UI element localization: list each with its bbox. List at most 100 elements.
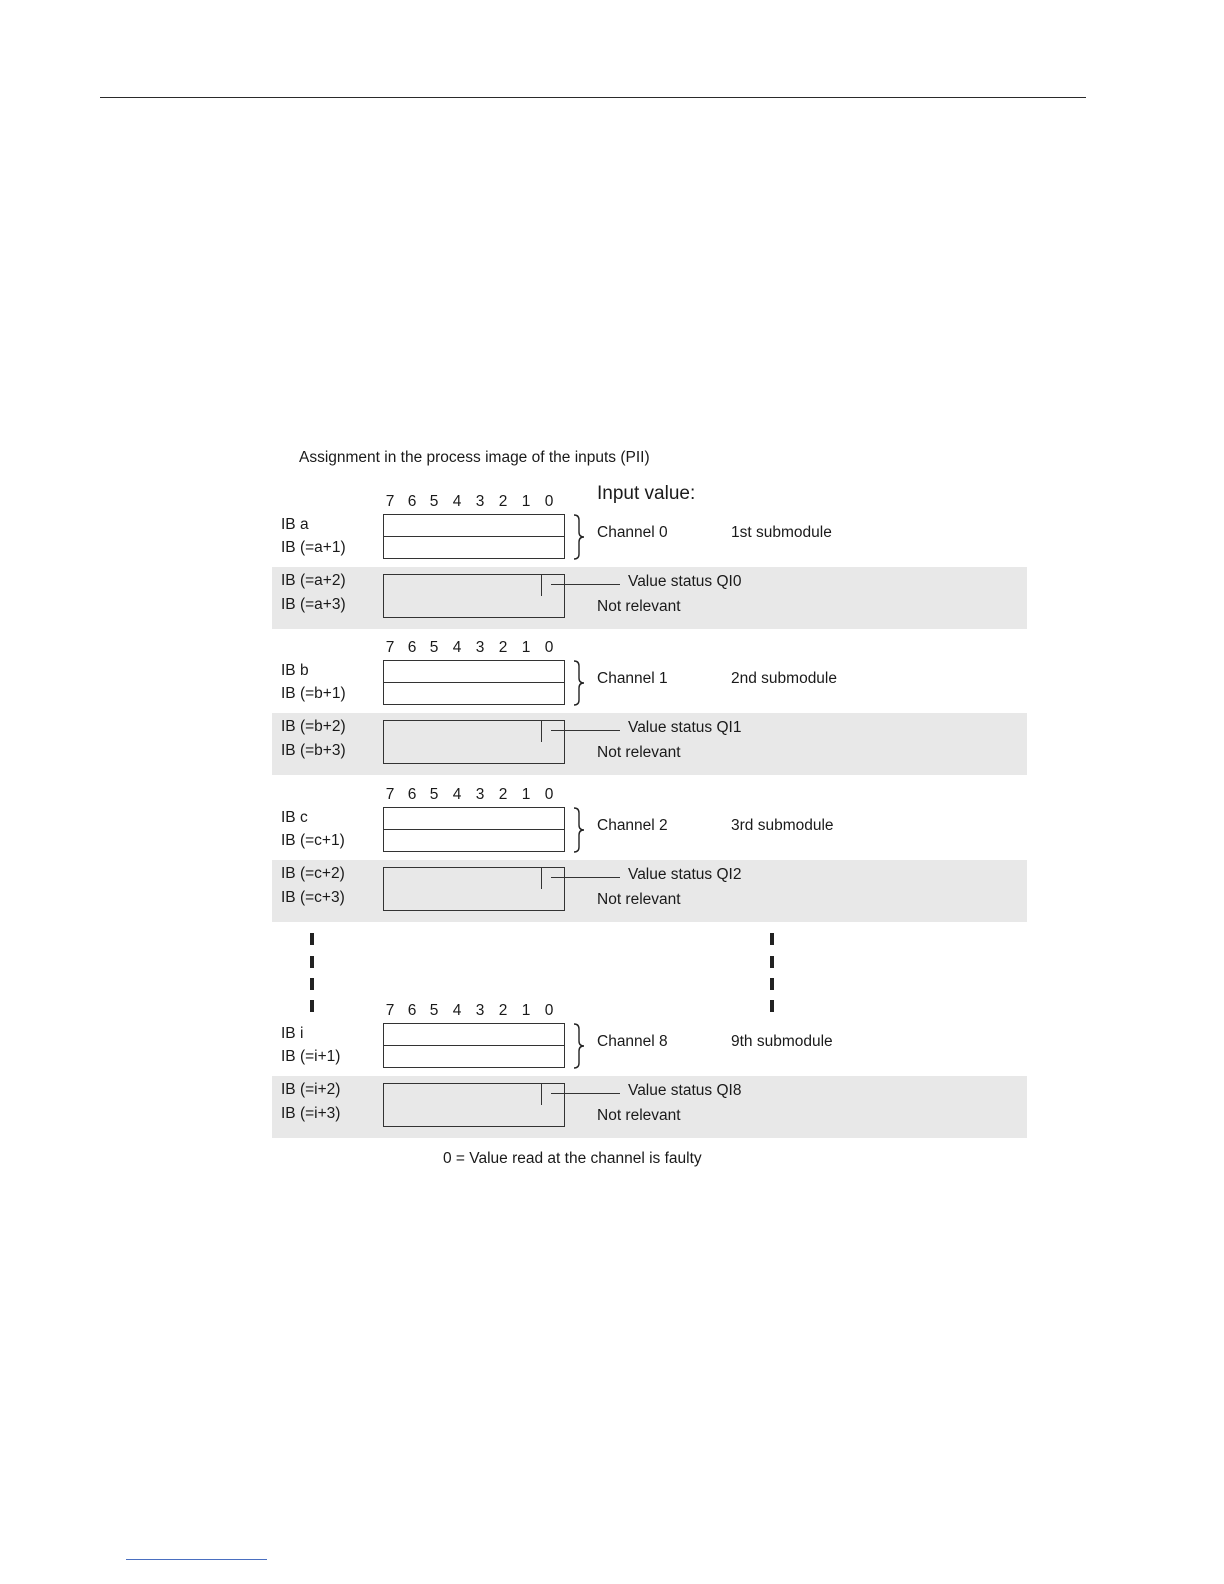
continuation-dash bbox=[310, 933, 314, 945]
value-status-bit bbox=[541, 575, 564, 596]
bit-number: 2 bbox=[498, 639, 508, 656]
bit-number: 5 bbox=[429, 1002, 439, 1019]
value-status-label: Value status QI8 bbox=[628, 1082, 742, 1099]
value-status-leader bbox=[551, 1093, 620, 1094]
channel-label: Channel 1 bbox=[597, 670, 668, 687]
not-relevant-label: Not relevant bbox=[597, 891, 681, 908]
bit-number: 4 bbox=[452, 786, 462, 803]
bit-number: 3 bbox=[475, 786, 485, 803]
bit-number: 4 bbox=[452, 493, 462, 510]
value-byte-box bbox=[383, 514, 565, 537]
continuation-dash bbox=[770, 978, 774, 990]
status-byte-label: IB (=b+2) bbox=[281, 718, 346, 735]
not-relevant-label: Not relevant bbox=[597, 1107, 681, 1124]
bit-number: 3 bbox=[475, 493, 485, 510]
continuation-dash bbox=[310, 956, 314, 968]
value-status-label: Value status QI0 bbox=[628, 573, 742, 590]
channel-label: Channel 0 bbox=[597, 524, 668, 541]
brace-icon bbox=[573, 514, 585, 560]
footer-link-underline bbox=[126, 1559, 267, 1560]
status-byte-box bbox=[383, 596, 565, 618]
input-byte-label: IB b bbox=[281, 662, 309, 679]
submodule-label: 3rd submodule bbox=[731, 817, 834, 834]
faulty-value-footnote: 0 = Value read at the channel is faulty bbox=[443, 1150, 702, 1167]
value-status-bit bbox=[541, 721, 564, 742]
brace-icon bbox=[573, 1023, 585, 1069]
figure-caption: Assignment in the process image of the i… bbox=[299, 449, 650, 466]
bit-number: 7 bbox=[385, 786, 395, 803]
value-status-bit bbox=[541, 1084, 564, 1105]
continuation-dash bbox=[770, 956, 774, 968]
submodule-label: 1st submodule bbox=[731, 524, 832, 541]
input-byte-label: IB (=i+1) bbox=[281, 1048, 341, 1065]
bit-number: 6 bbox=[407, 639, 417, 656]
bit-number: 7 bbox=[385, 639, 395, 656]
status-byte-box bbox=[383, 867, 565, 890]
bit-number: 4 bbox=[452, 639, 462, 656]
submodule-label: 2nd submodule bbox=[731, 670, 837, 687]
not-relevant-label: Not relevant bbox=[597, 598, 681, 615]
input-byte-label: IB (=b+1) bbox=[281, 685, 346, 702]
status-byte-label: IB (=a+3) bbox=[281, 596, 346, 613]
input-byte-label: IB (=a+1) bbox=[281, 539, 346, 556]
value-status-label: Value status QI2 bbox=[628, 866, 742, 883]
bit-number: 1 bbox=[521, 639, 531, 656]
page-header-rule bbox=[100, 97, 1086, 98]
value-status-bit bbox=[541, 868, 564, 889]
bit-number: 3 bbox=[475, 1002, 485, 1019]
bit-number: 5 bbox=[429, 639, 439, 656]
status-byte-box bbox=[383, 1105, 565, 1127]
status-byte-label: IB (=a+2) bbox=[281, 572, 346, 589]
bit-number: 2 bbox=[498, 493, 508, 510]
input-byte-label: IB c bbox=[281, 809, 308, 826]
value-status-leader bbox=[551, 584, 620, 585]
bit-number: 0 bbox=[544, 786, 554, 803]
channel-label: Channel 2 bbox=[597, 817, 668, 834]
bit-number: 6 bbox=[407, 786, 417, 803]
value-byte-box bbox=[383, 830, 565, 852]
bit-number: 1 bbox=[521, 493, 531, 510]
status-byte-box bbox=[383, 720, 565, 743]
bit-number: 2 bbox=[498, 1002, 508, 1019]
bit-number: 1 bbox=[521, 1002, 531, 1019]
value-status-label: Value status QI1 bbox=[628, 719, 742, 736]
value-byte-box bbox=[383, 807, 565, 830]
status-byte-label: IB (=c+3) bbox=[281, 889, 345, 906]
continuation-dash bbox=[310, 1000, 314, 1012]
status-byte-label: IB (=i+3) bbox=[281, 1105, 341, 1122]
status-byte-box bbox=[383, 742, 565, 764]
bit-number: 0 bbox=[544, 639, 554, 656]
value-byte-box bbox=[383, 683, 565, 705]
not-relevant-label: Not relevant bbox=[597, 744, 681, 761]
bit-number: 0 bbox=[544, 1002, 554, 1019]
value-status-leader bbox=[551, 730, 620, 731]
status-byte-label: IB (=b+3) bbox=[281, 742, 346, 759]
bit-number: 0 bbox=[544, 493, 554, 510]
bit-number: 1 bbox=[521, 786, 531, 803]
status-byte-box bbox=[383, 574, 565, 597]
brace-icon bbox=[573, 807, 585, 853]
continuation-dash bbox=[770, 933, 774, 945]
value-byte-box bbox=[383, 537, 565, 559]
bit-number: 6 bbox=[407, 1002, 417, 1019]
value-byte-box bbox=[383, 660, 565, 683]
input-byte-label: IB i bbox=[281, 1025, 304, 1042]
bit-number: 5 bbox=[429, 786, 439, 803]
status-byte-box bbox=[383, 889, 565, 911]
input-byte-label: IB a bbox=[281, 516, 309, 533]
status-byte-label: IB (=c+2) bbox=[281, 865, 345, 882]
bit-number: 2 bbox=[498, 786, 508, 803]
continuation-dash bbox=[310, 978, 314, 990]
submodule-label: 9th submodule bbox=[731, 1033, 833, 1050]
bit-number: 3 bbox=[475, 639, 485, 656]
bit-number: 7 bbox=[385, 1002, 395, 1019]
value-byte-box bbox=[383, 1023, 565, 1046]
status-byte-label: IB (=i+2) bbox=[281, 1081, 341, 1098]
input-value-heading: Input value: bbox=[597, 483, 696, 504]
value-byte-box bbox=[383, 1046, 565, 1068]
channel-label: Channel 8 bbox=[597, 1033, 668, 1050]
bit-number: 4 bbox=[452, 1002, 462, 1019]
brace-icon bbox=[573, 660, 585, 706]
continuation-dash bbox=[770, 1000, 774, 1012]
bit-number: 7 bbox=[385, 493, 395, 510]
